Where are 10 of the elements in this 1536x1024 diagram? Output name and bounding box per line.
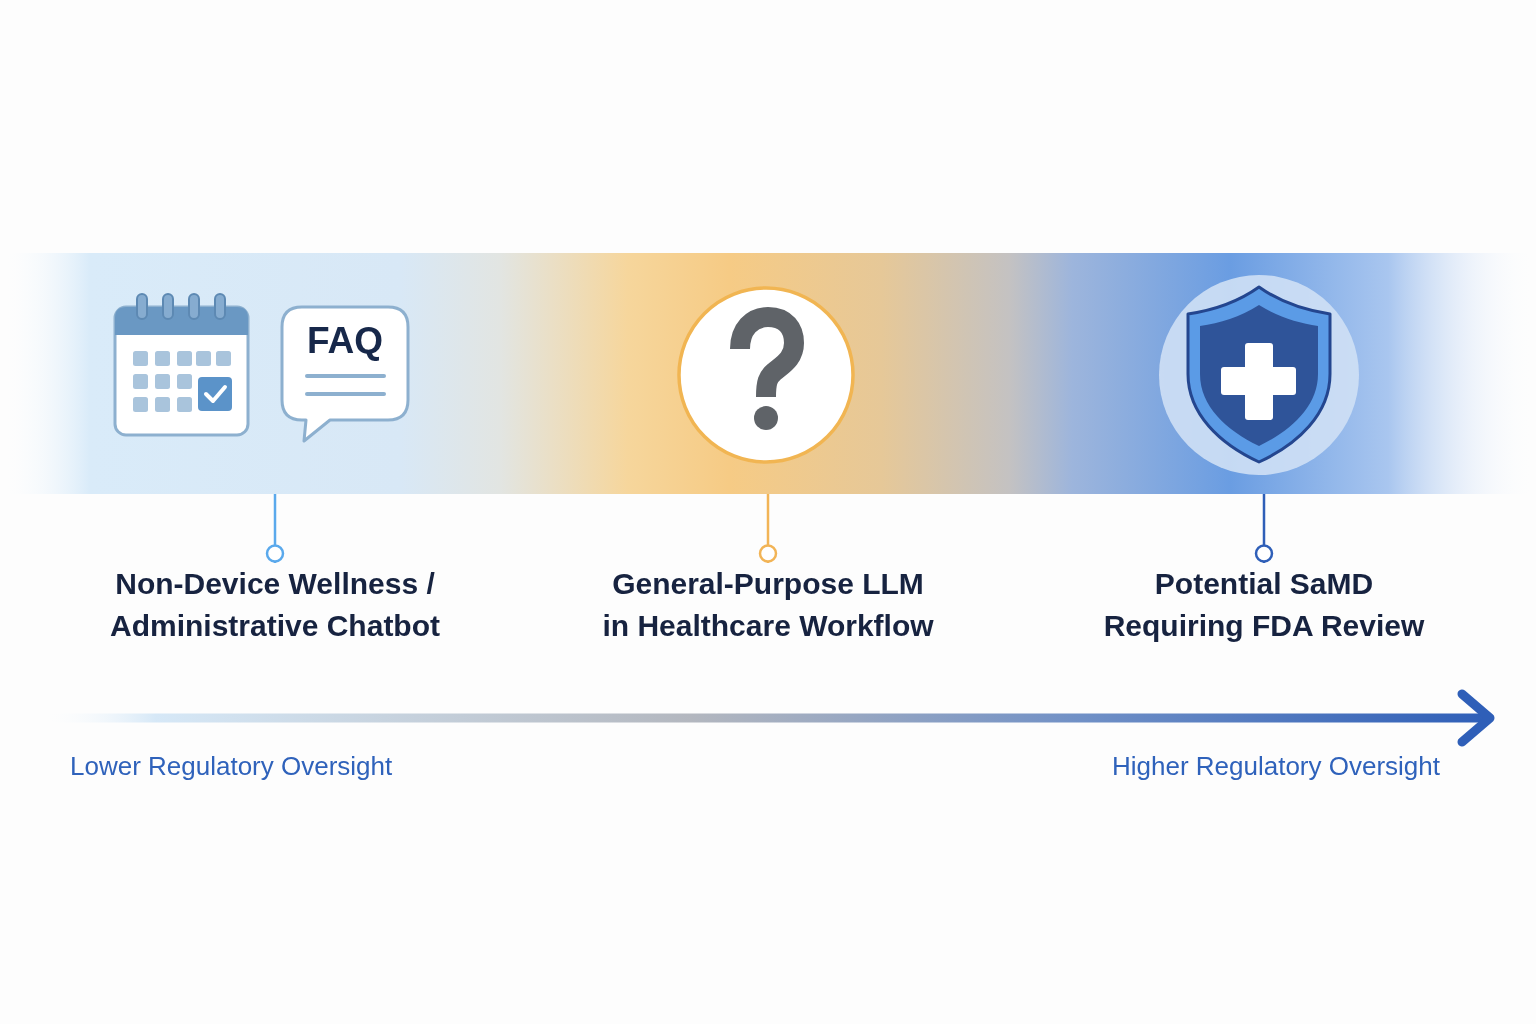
category-label: General-Purpose LLM in Healthcare Workflow (598, 563, 938, 647)
category-label: Potential SaMD Requiring FDA Review (1094, 563, 1434, 647)
leader-line (265, 494, 285, 563)
bubble-label: FAQ (306, 322, 384, 359)
leader-line (758, 494, 778, 563)
speech-bubble (280, 305, 410, 443)
scale-label: Lower Regulatory Oversight (70, 751, 393, 781)
leader-line (1254, 494, 1274, 563)
scale-label: Higher Regulatory Oversight (1111, 751, 1440, 781)
category-label: Non-Device Wellness / Administrative Chatbot (105, 563, 445, 647)
